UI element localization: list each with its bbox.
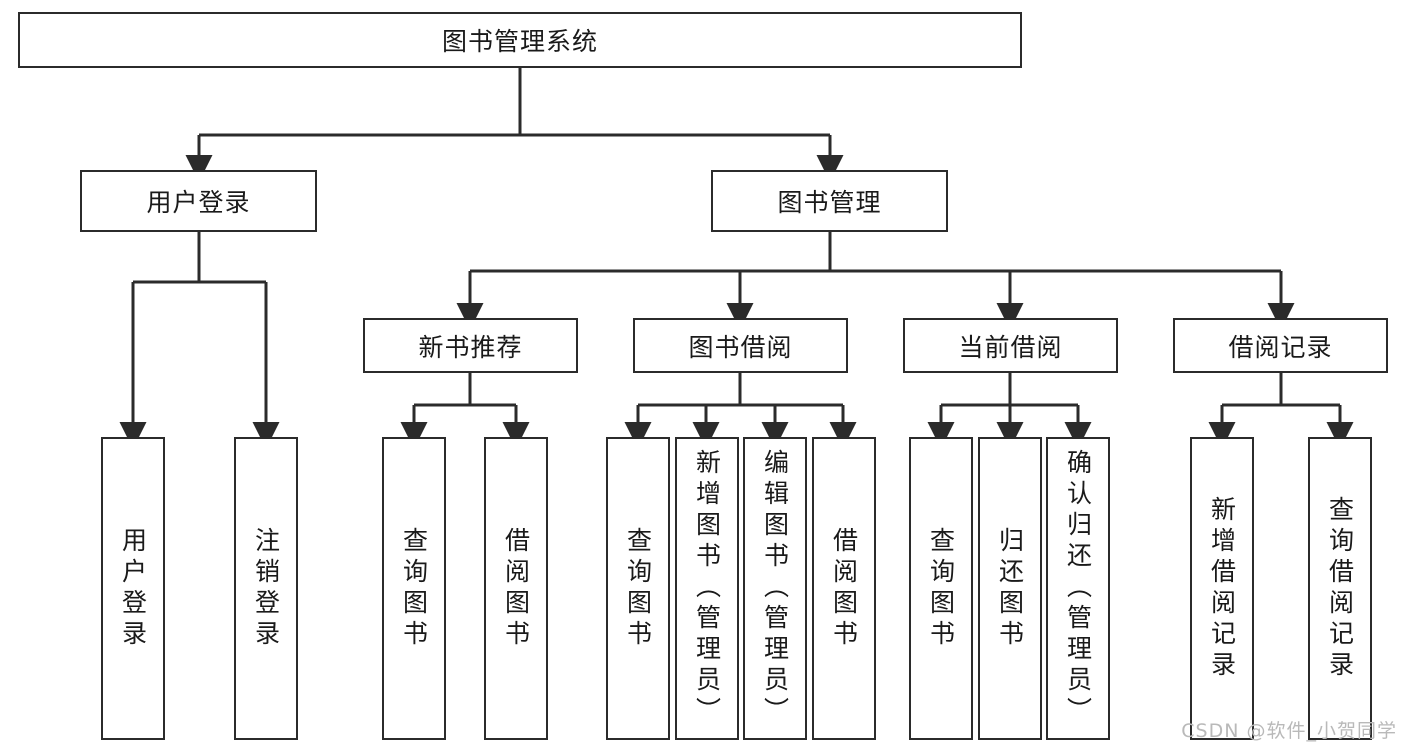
leaf-confirm-return-admin[interactable]: 确认归还（管理员） <box>1046 437 1110 740</box>
node-label: 查询图书 <box>399 526 429 651</box>
node-label: 新增图书（管理员） <box>692 449 722 728</box>
node-label: 借阅图书 <box>829 526 859 651</box>
leaf-borrow-book-new-recommend[interactable]: 借阅图书 <box>484 437 548 740</box>
node-label: 注销登录 <box>251 526 281 651</box>
node-label: 用户登录 <box>118 526 148 651</box>
leaf-edit-book-admin[interactable]: 编辑图书（管理员） <box>743 437 807 740</box>
leaf-user-logout[interactable]: 注销登录 <box>234 437 298 740</box>
leaf-add-book-admin[interactable]: 新增图书（管理员） <box>675 437 739 740</box>
node-label: 借阅记录 <box>1228 332 1333 362</box>
node-current-borrow[interactable]: 当前借阅 <box>903 318 1118 373</box>
node-label: 归还图书 <box>995 526 1025 651</box>
leaf-query-book-current[interactable]: 查询图书 <box>909 437 973 740</box>
leaf-borrow-book-borrow[interactable]: 借阅图书 <box>812 437 876 740</box>
node-label: 查询图书 <box>926 526 956 651</box>
node-label: 借阅图书 <box>501 526 531 651</box>
node-label: 图书管理 <box>777 188 882 217</box>
node-label: 查询图书 <box>623 526 653 651</box>
node-label: 当前借阅 <box>958 332 1063 362</box>
leaf-user-login[interactable]: 用户登录 <box>101 437 165 740</box>
node-label: 编辑图书（管理员） <box>760 449 790 728</box>
leaf-query-book-new-recommend[interactable]: 查询图书 <box>382 437 446 740</box>
node-book-borrow[interactable]: 图书借阅 <box>633 318 848 373</box>
node-user-login[interactable]: 用户登录 <box>80 170 317 232</box>
node-label: 用户登录 <box>146 188 251 217</box>
leaf-query-book-borrow[interactable]: 查询图书 <box>606 437 670 740</box>
node-new-book-recommend[interactable]: 新书推荐 <box>363 318 578 373</box>
leaf-return-book[interactable]: 归还图书 <box>978 437 1042 740</box>
node-root-book-management-system[interactable]: 图书管理系统 <box>18 12 1022 68</box>
node-label: 图书借阅 <box>688 332 793 362</box>
node-label: 新书推荐 <box>418 332 523 362</box>
leaf-query-borrow-record[interactable]: 查询借阅记录 <box>1308 437 1372 740</box>
node-book-manage[interactable]: 图书管理 <box>711 170 948 232</box>
node-label: 查询借阅记录 <box>1325 495 1355 682</box>
node-label: 图书管理系统 <box>441 27 598 56</box>
node-label: 新增借阅记录 <box>1207 495 1237 682</box>
node-label: 确认归还（管理员） <box>1063 449 1093 728</box>
leaf-add-borrow-record[interactable]: 新增借阅记录 <box>1190 437 1254 740</box>
node-borrow-record[interactable]: 借阅记录 <box>1173 318 1388 373</box>
